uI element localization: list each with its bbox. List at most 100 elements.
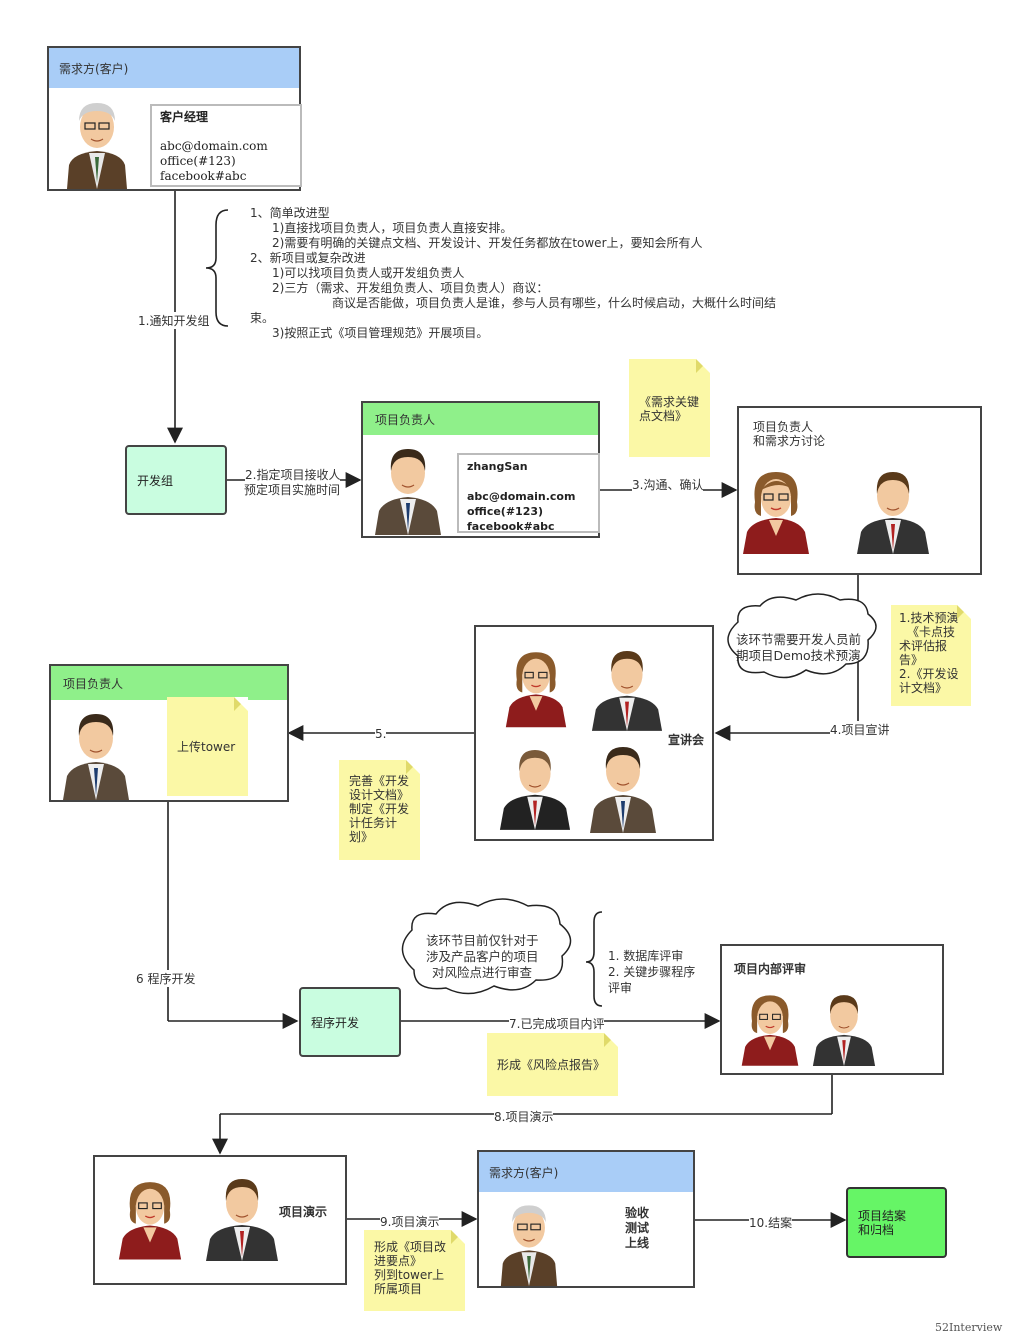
review-note-line: 评审 [608,981,633,995]
brace-1 [205,209,229,327]
brace-note-line: 1、简单改进型 [250,206,330,220]
note-line: 1.技术预演 [899,611,959,625]
note-line: 告》 [899,653,924,667]
cloud2-line: 该环节目前仅针对于 [426,933,539,948]
step8-label: 8.项目演示 [494,1108,554,1125]
note-line: 形成《风险点报告》 [497,1057,606,1072]
step9-label: 9.项目演示 [380,1213,440,1230]
brace-note-line: 束。 [250,311,275,325]
cloud2-line: 涉及产品客户的项目 [426,949,539,964]
note-line: 划》 [349,830,374,844]
note-line: 上传tower [177,739,236,754]
card-line: facebook#abc [467,520,555,533]
avatar-man-red-tie [206,1179,278,1261]
card-line: abc@domain.com [467,490,576,503]
note-line: 《卡点技 [907,625,956,639]
step2-label-2: 预定项目实施时间 [244,481,341,498]
brace-note-line: 2)三方（需求、开发组负责人、项目负责人）商议： [272,281,549,295]
note-line: 点文档》 [639,409,688,423]
avatar-woman [505,652,567,728]
briefing-box: 宣讲会 [474,625,714,841]
note-upload-tower: 上传tower [167,697,248,796]
contact-card-client: 客户经理 abc@domain.com office(#123) faceboo… [150,104,302,187]
internal-review-box: 项目内部评审 [720,944,944,1075]
avatar-man-red-tie [857,472,929,554]
pm-box-header: 项目负责人 [363,403,598,435]
note-line: 完善《开发 [349,774,410,788]
cloud-2 [401,898,572,995]
program-dev-label: 程序开发 [311,1015,360,1030]
cloud1-line: 该环节需要开发人员前 [736,632,862,647]
note-dev-design: 完善《开发 设计文档》 制定《开发 计任务计 划》 [339,760,420,860]
cloud-1 [727,593,877,679]
step5-label: 5. [375,727,387,741]
card-line [467,474,590,489]
note-line: 形成《项目改 [374,1240,447,1254]
avatar-man-blue-tie [375,449,441,535]
brace-note-line: 2、新项目或复杂改进 [250,251,366,265]
card-title: 客户经理 [160,110,209,124]
close-node: 项目结案 和归档 [846,1187,947,1258]
brace-note-line: 1)可以找项目负责人或开发组负责人 [272,266,465,280]
close-line: 项目结案 [858,1209,907,1223]
acceptance-line: 上线 [625,1236,650,1250]
card-line: abc@domain.com [160,139,268,153]
note-line: 进要点》 [374,1254,423,1268]
note-line: 制定《开发 [349,802,410,816]
note-req-doc: 《需求关键 点文档》 [629,359,710,457]
demo-label: 项目演示 [279,1205,328,1219]
note-improve-points: 形成《项目改 进要点》 列到tower上 所属项目 [364,1230,465,1311]
avatar-old-man [500,1205,558,1286]
card-line: office(#123) [160,154,236,168]
card-line: office(#123) [467,505,544,518]
avatar-old-man [67,103,127,189]
note-line: 术评估报 [899,639,948,653]
step4-label: 4.项目宣讲 [830,721,890,738]
brace-note-line: 3)按照正式《项目管理规范》开展项目。 [272,326,489,340]
step2-label-1: 2.指定项目接收人 [245,466,341,483]
note-line: 设计文档》 [349,788,410,802]
pm-box-2-header: 项目负责人 [51,666,287,700]
card-line: zhangSan [467,460,528,473]
step7-label: 7.已完成项目内评 [509,1015,605,1032]
avatar-man-red-tie [812,995,876,1066]
note-line: 所属项目 [374,1282,423,1296]
step10-label: 10.结案 [749,1214,793,1231]
client-box: 需求方(客户) 客户经理 abc@domain.com office(#123)… [47,46,302,191]
step1-label: 1.通知开发组 [138,312,210,329]
discuss-title-2: 和需求方讨论 [753,434,826,448]
note-line: 计文档》 [899,681,948,695]
watermark: 52Interview [935,1321,1003,1334]
note-line: 2.《开发设 [899,667,959,681]
avatar-man-blue-tie [590,747,656,833]
note-line: 计任务计 [349,816,398,830]
avatar-man-blue-tie [63,714,129,800]
pm-box: 项目负责人 zhangSan abc@domain.com office(#12… [361,401,600,538]
note-tech-demo: 1.技术预演 《卡点技 术评估报 告》 2.《开发设 计文档》 [891,605,971,706]
contact-card-pm: zhangSan abc@domain.com office(#123) fac… [457,453,600,533]
dev-group-node: 开发组 [125,445,227,515]
brace-note-line: 商议是否能做，项目负责人是谁，参与人员有哪些，什么时候启动，大概什么时间结 [332,296,777,310]
discuss-box: 项目负责人 和需求方讨论 [737,406,982,575]
review-note-line: 2. 关键步骤程序 [608,965,696,979]
note-risk-report: 形成《风险点报告》 [487,1033,618,1096]
note-line: 列到tower上 [374,1268,445,1282]
acceptance-line: 验收 [625,1206,650,1220]
briefing-label: 宣讲会 [668,733,705,747]
dev-group-label: 开发组 [137,473,174,488]
avatar-woman [118,1182,182,1260]
brace-note-line: 2)需要有明确的关键点文档、开发设计、开发任务都放在tower上，要知会所有人 [272,236,703,250]
program-dev-node: 程序开发 [299,987,401,1057]
card-line: facebook#abc [160,169,247,183]
brace-2 [585,911,603,1007]
review-note-line: 1. 数据库评审 [608,949,684,963]
client-box-2: 需求方(客户) 验收 测试 上线 [477,1150,695,1288]
acceptance-line: 测试 [625,1221,650,1235]
avatar-woman [741,995,799,1066]
avatar-man-red-tie [591,651,663,731]
note-line: 《需求关键 [639,395,700,409]
step6-label: 6 程序开发 [136,970,196,987]
close-line: 和归档 [858,1223,895,1237]
avatar-man-red-tie [499,750,571,830]
step3-label: 3.沟通、确认 [632,476,704,493]
